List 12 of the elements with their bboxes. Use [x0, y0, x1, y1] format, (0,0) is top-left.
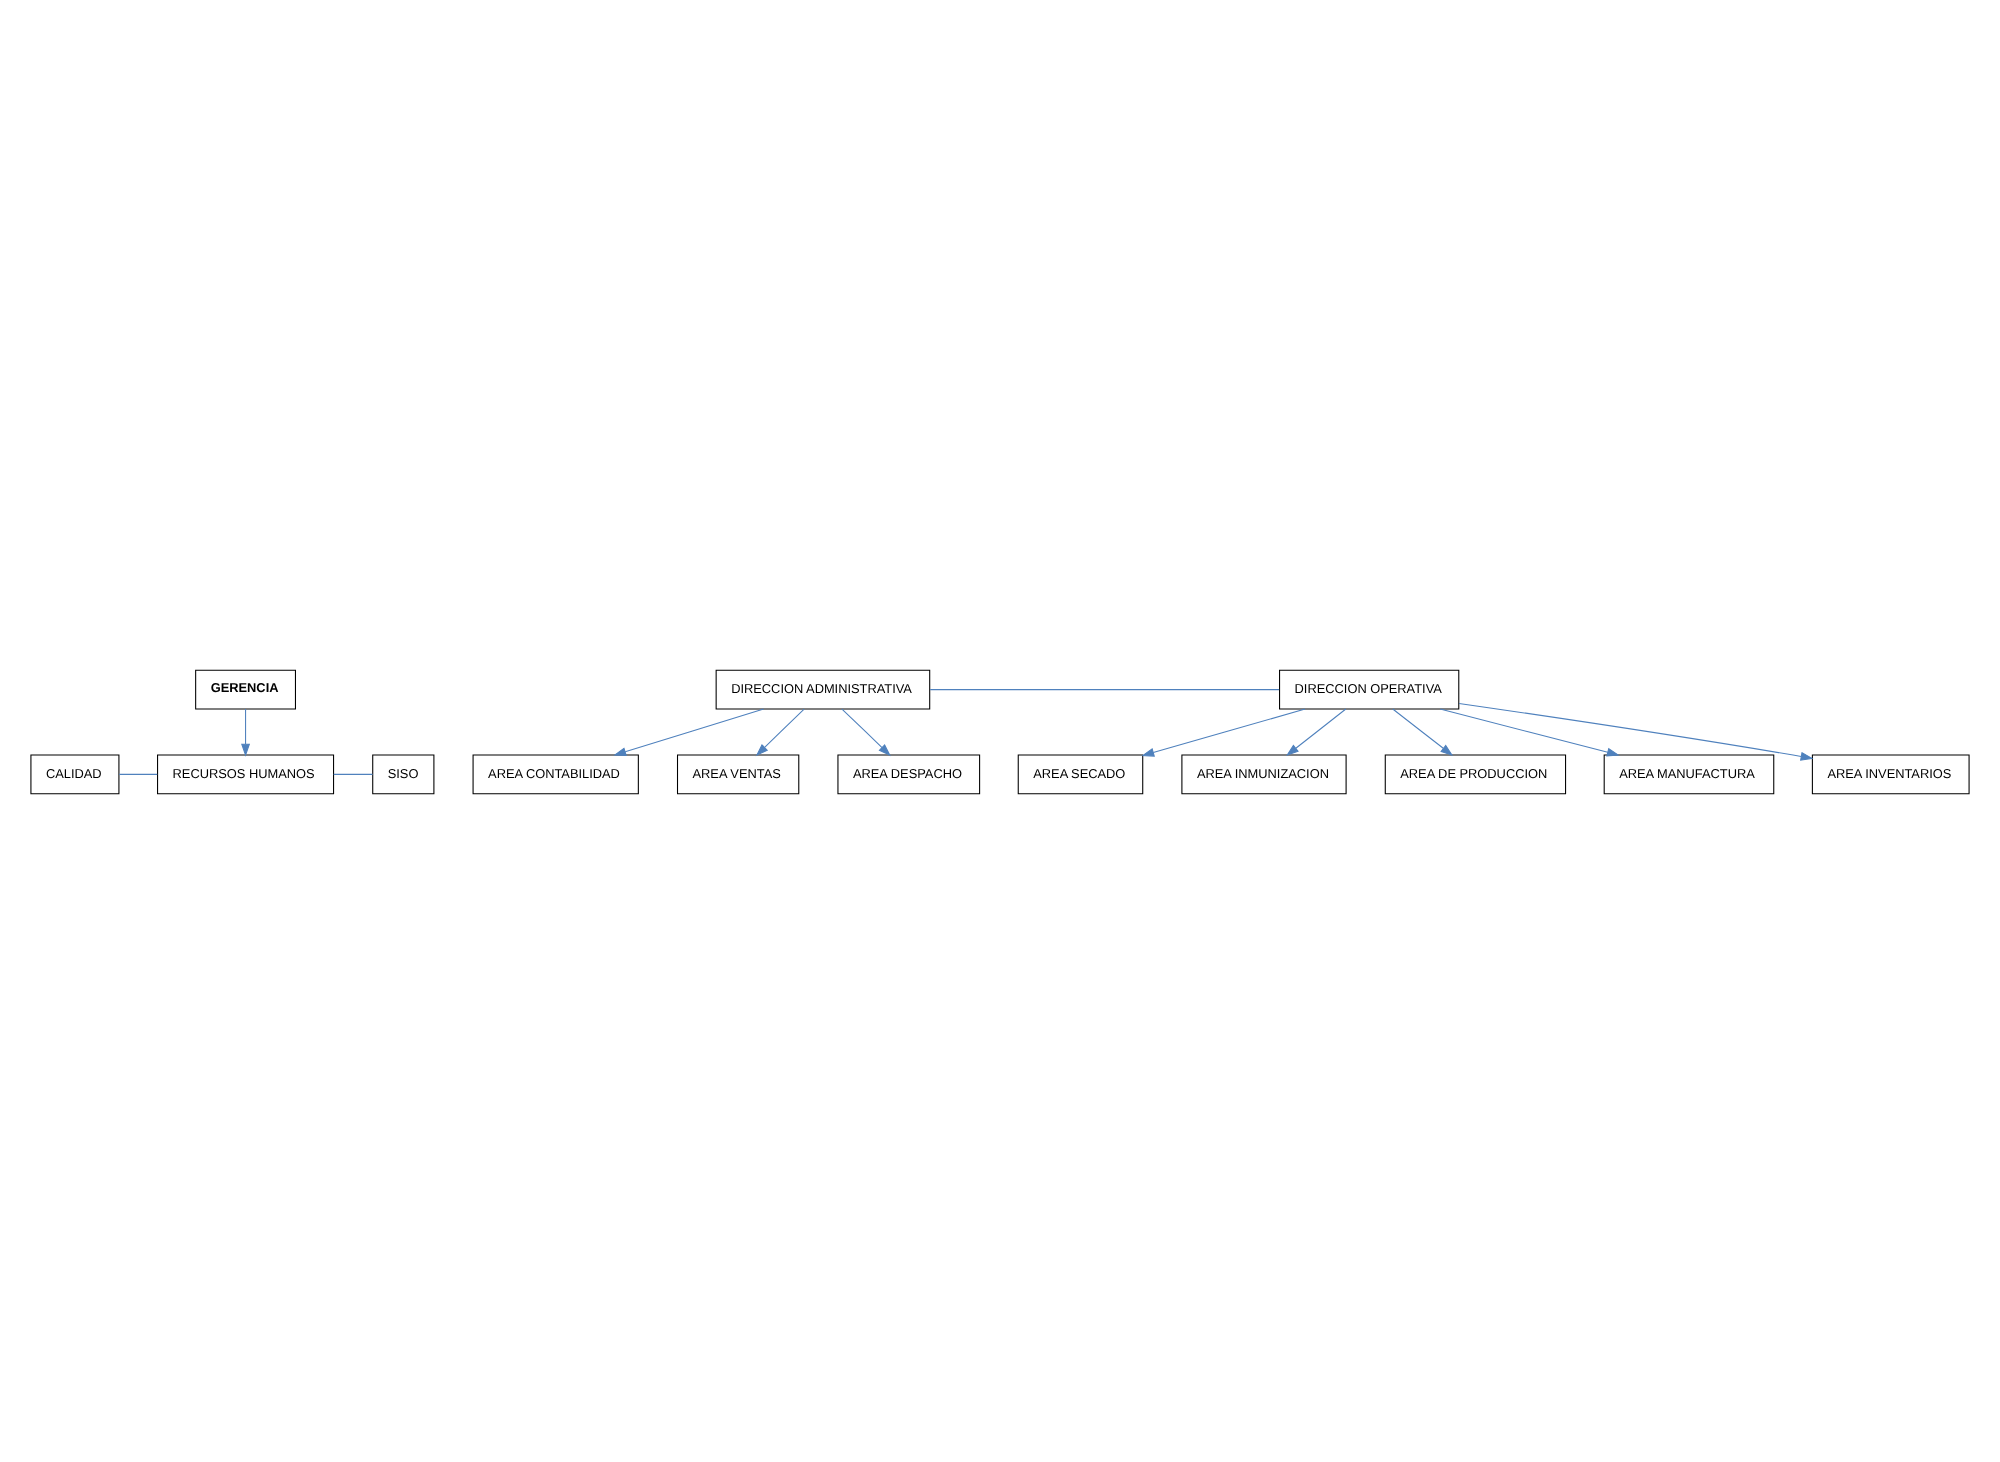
connector — [118, 772, 158, 774]
arrow — [841, 707, 891, 756]
arrow — [1458, 701, 1814, 760]
arrow — [241, 707, 251, 756]
connector — [333, 772, 374, 774]
arrow — [1286, 707, 1347, 756]
arrow — [613, 707, 765, 755]
arrow — [755, 707, 805, 756]
arrow — [1141, 707, 1306, 756]
arrow — [1439, 707, 1620, 756]
arrow — [1392, 707, 1454, 756]
connector — [929, 688, 1280, 690]
